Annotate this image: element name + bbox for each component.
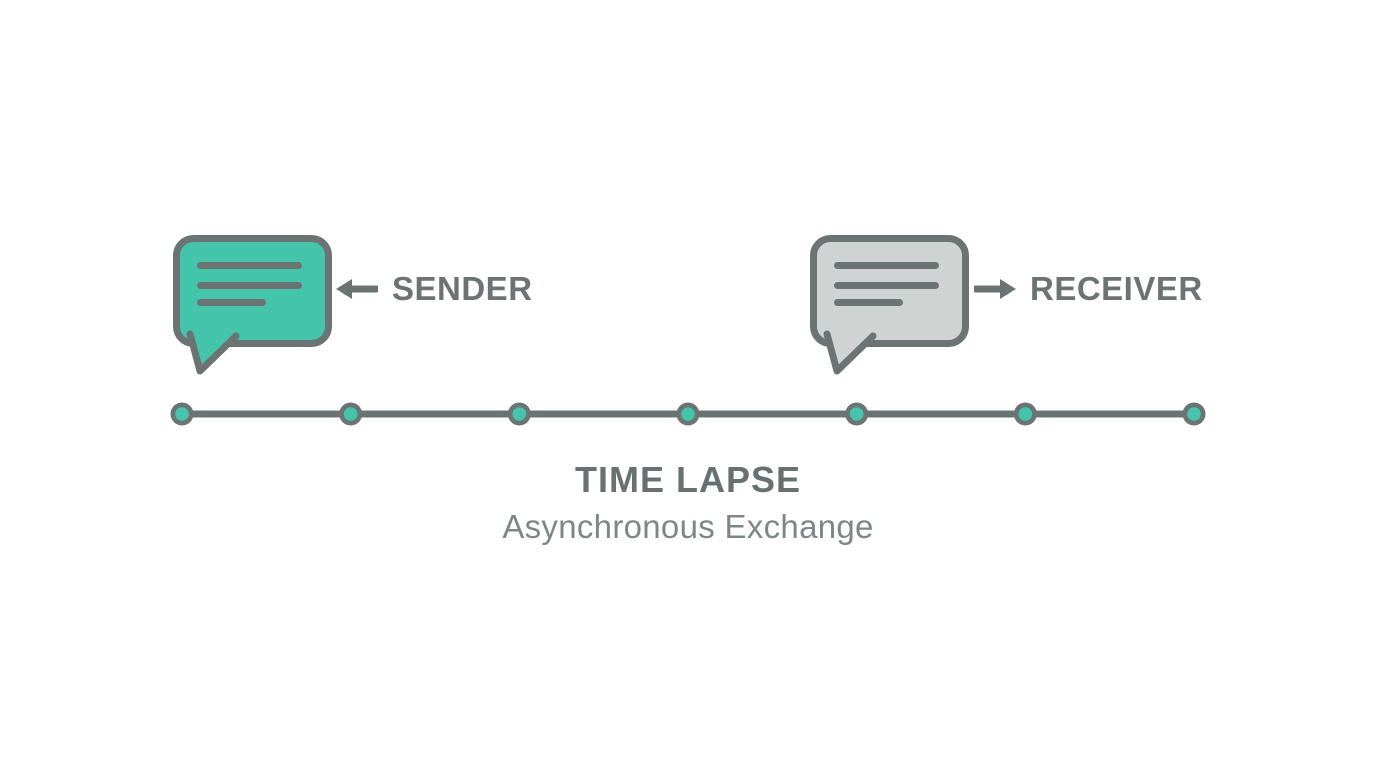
receiver-speech-bubble-icon: [810, 235, 969, 375]
receiver-bubble-body: [810, 235, 969, 347]
receiver-bubble-text-line-1: [834, 262, 939, 269]
sender-label: SENDER: [392, 270, 533, 307]
timeline-dot-inner: [1187, 407, 1201, 421]
sender-bubble-text-line-1: [197, 262, 302, 269]
sender-bubble-tail: [186, 330, 240, 375]
sender-bubble-text-line-3: [197, 299, 266, 306]
arrow-right-head: [1000, 279, 1016, 299]
receiver-label: RECEIVER: [1030, 270, 1203, 307]
timeline-dot-inner: [849, 407, 864, 421]
arrow-right-icon: [974, 279, 1016, 299]
receiver-bubble-text-line-2: [834, 282, 939, 289]
timeline: [170, 402, 1206, 426]
timeline-dot-inner: [175, 407, 189, 421]
arrow-left-icon: [336, 279, 378, 299]
timeline-dot-inner: [512, 407, 527, 421]
sender-bubble-body: [173, 235, 332, 347]
caption-title: TIME LAPSE: [574, 459, 802, 500]
receiver-bubble-tail: [823, 330, 877, 375]
timeline-dot-inner: [343, 407, 358, 421]
sender-bubble-text-line-2: [197, 282, 302, 289]
receiver-bubble-text-line-3: [834, 299, 903, 306]
arrow-left-head: [336, 279, 352, 299]
timeline-dot-inner: [1018, 407, 1033, 421]
caption-subtitle: Asynchronous Exchange: [502, 508, 874, 545]
arrow-right-shaft: [974, 285, 1003, 293]
timeline-dots: [170, 402, 1206, 426]
arrow-left-shaft: [349, 285, 378, 293]
timeline-dot-inner: [681, 407, 695, 421]
sender-speech-bubble-icon: [173, 235, 332, 375]
